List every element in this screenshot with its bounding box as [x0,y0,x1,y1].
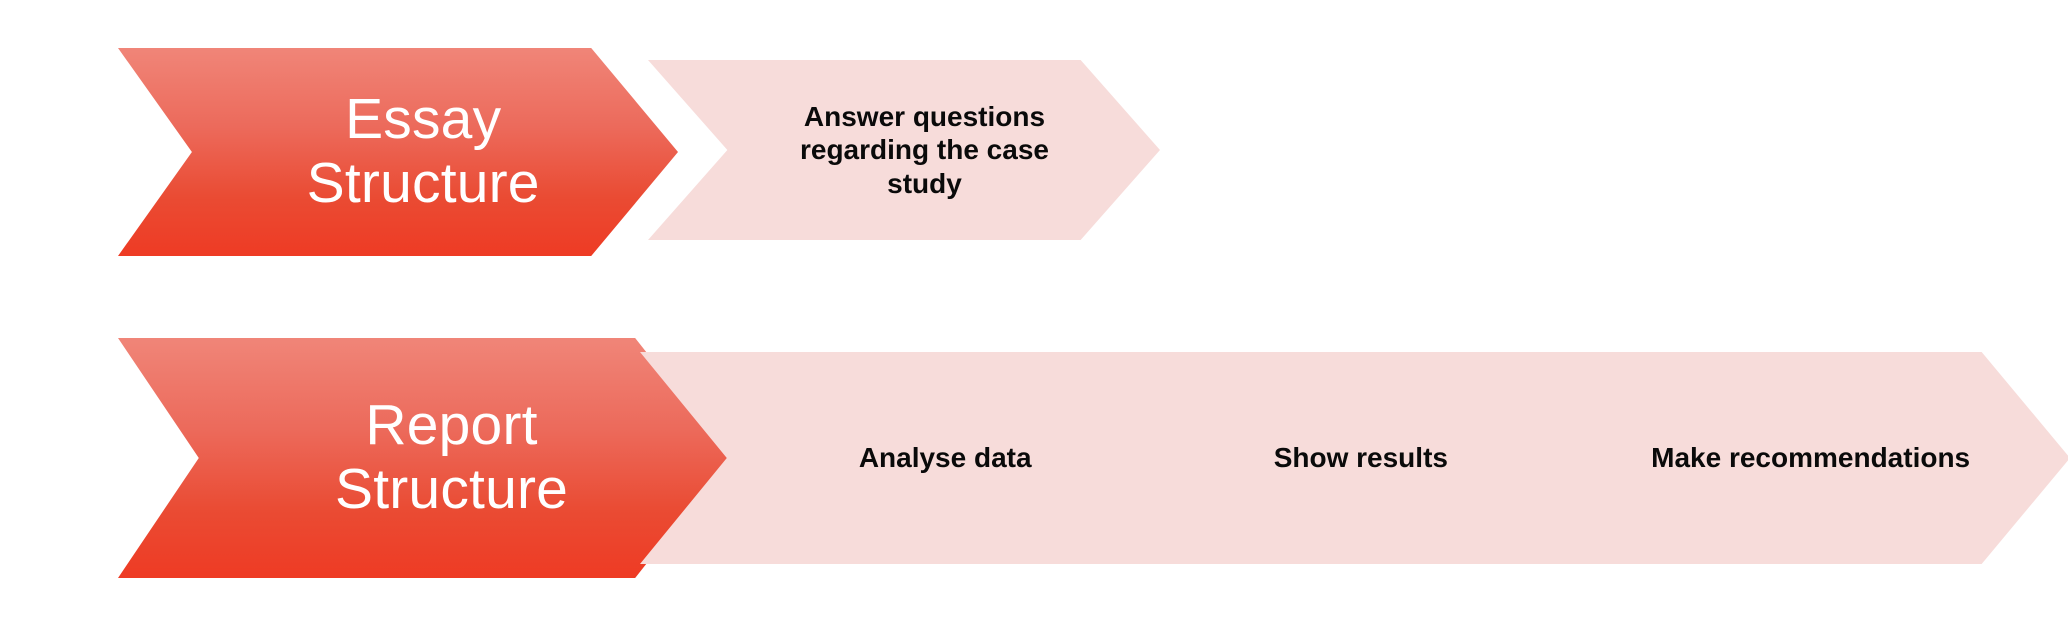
chevron-step-answer-questions[interactable]: Answer questions regarding the case stud… [648,60,1160,240]
chevron-step-answer-questions-label: Answer questions regarding the case stud… [799,100,1049,199]
header-line-1: Essay [345,87,502,152]
chevron-step-show-results-label: Show results [1273,442,1448,474]
header-line-2: Structure [335,457,569,521]
process-row-report: Report Structure Analyse data Show resul… [0,330,2068,600]
chevron-header-essay-structure[interactable]: Essay Structure [118,48,678,256]
chevron-step-make-recommendations-label: Make recommendations [1651,442,1971,474]
header-line-1: Report [365,393,538,458]
chevron-header-report-structure[interactable]: Report Structure [118,338,730,578]
process-row-essay: Essay Structure Answer questions regardi… [0,40,2068,270]
chevron-step-analyse-data-label: Analyse data [858,442,1032,474]
chevron-step-make-recommendations[interactable]: Make recommendations [1500,352,2068,564]
chevron-step-show-results[interactable]: Show results [1072,352,1602,564]
chevron-header-report-structure-label: Report Structure [280,393,569,522]
chevron-header-essay-structure-label: Essay Structure [256,87,540,216]
header-line-2: Structure [306,151,540,215]
